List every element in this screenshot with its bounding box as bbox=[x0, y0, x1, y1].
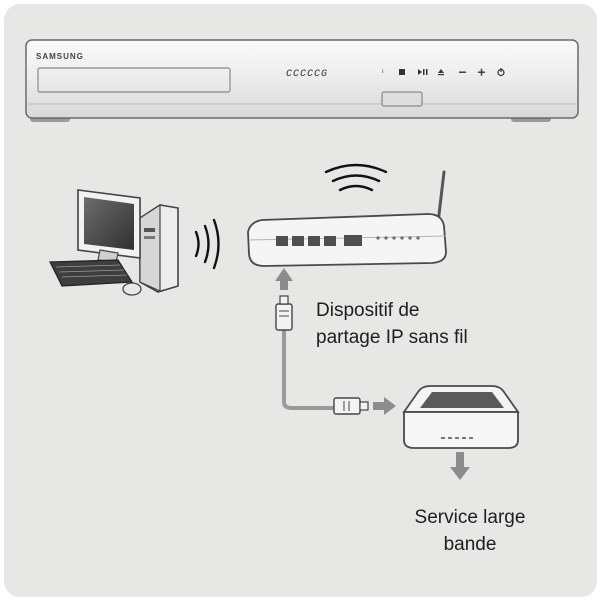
svg-text:ⁱ: ⁱ bbox=[382, 69, 384, 79]
router-label: Dispositif de partage IP sans fil bbox=[316, 297, 468, 351]
rj45-connector-modem-side bbox=[333, 397, 369, 415]
mouse bbox=[122, 282, 142, 296]
blu-ray-player: SAMSUNG CCCCCG ⁱ bbox=[25, 39, 579, 122]
power-icon: ⁱ bbox=[382, 69, 384, 79]
disc-tray bbox=[37, 67, 231, 93]
desktop-computer bbox=[49, 189, 179, 296]
volume-up-icon bbox=[478, 68, 485, 76]
rj45-connector-router-side bbox=[275, 295, 293, 331]
router-label-line1: Dispositif de bbox=[316, 300, 420, 321]
stop-icon bbox=[399, 69, 405, 75]
modem-front bbox=[403, 411, 519, 449]
player-body bbox=[25, 39, 579, 119]
arrow-up-to-router bbox=[275, 268, 293, 290]
computer-wifi-signal-icon bbox=[194, 218, 220, 270]
keyboard bbox=[49, 259, 134, 287]
volume-down-icon bbox=[459, 71, 466, 73]
modem-lights bbox=[441, 437, 473, 439]
broadband-modem bbox=[402, 385, 520, 449]
router-ports bbox=[276, 235, 362, 246]
play-pause-icon bbox=[418, 69, 428, 75]
router-lights bbox=[376, 236, 420, 240]
broadband-label: Service large bande bbox=[380, 504, 560, 558]
ethernet-cable bbox=[275, 295, 369, 415]
monitor-screen bbox=[84, 197, 134, 250]
modem-top-panel bbox=[420, 392, 504, 408]
power-standby-icon bbox=[497, 68, 505, 77]
broadband-label-line2: bande bbox=[443, 534, 497, 555]
front-display: CCCCCG bbox=[286, 69, 328, 80]
arrow-down-to-broadband bbox=[450, 452, 470, 480]
wireless-router bbox=[247, 170, 447, 267]
eject-icon bbox=[438, 69, 444, 76]
router-label-line2: partage IP sans fil bbox=[316, 327, 468, 348]
usb-flap bbox=[381, 91, 423, 107]
arrow-right-to-modem bbox=[373, 397, 396, 415]
router-wifi-signal-icon bbox=[324, 163, 388, 192]
brand-logo: SAMSUNG bbox=[36, 52, 84, 61]
front-buttons: ⁱ bbox=[382, 68, 505, 79]
broadband-label-line1: Service large bbox=[414, 507, 526, 528]
